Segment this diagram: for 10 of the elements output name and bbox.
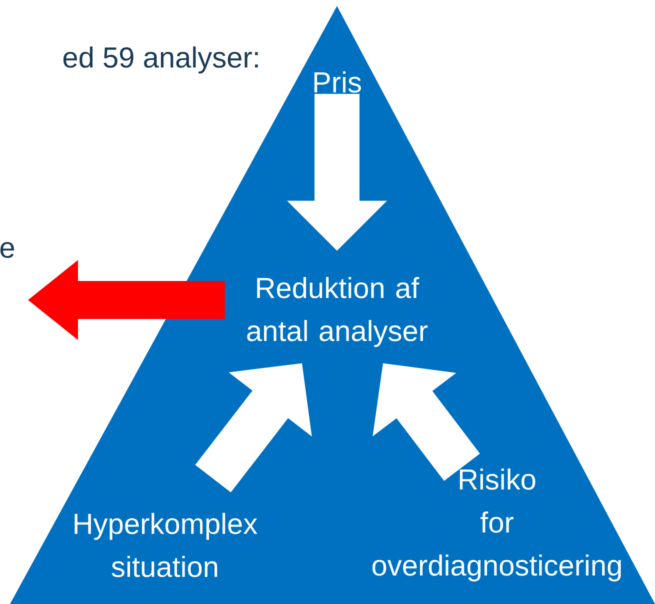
node-text: Pris	[314, 71, 361, 93]
block-arrow	[287, 94, 387, 251]
node-text: Hyperkomplex situation	[74, 512, 258, 578]
cut-off-text: ed 59 analyser:	[63, 46, 258, 74]
block-arrow	[372, 363, 480, 481]
node-text: Reduktion af antal analyser	[247, 276, 428, 348]
node-text: Risiko for overdiagnosticering	[372, 468, 621, 582]
block-arrow	[28, 260, 225, 340]
cut-off-text: e	[0, 242, 14, 258]
block-arrow	[195, 363, 312, 492]
